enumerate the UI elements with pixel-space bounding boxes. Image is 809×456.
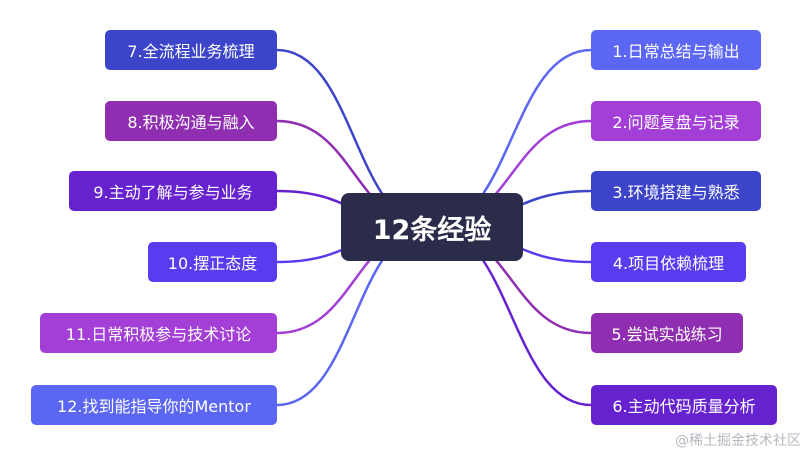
branch-node-right-3: 3.环境搭建与熟悉	[591, 171, 761, 211]
central-topic: 12条经验	[341, 193, 523, 261]
branch-node-right-4: 4.项目依赖梳理	[591, 242, 746, 282]
branch-node-right-6: 6.主动代码质量分析	[591, 385, 777, 425]
watermark: @稀土掘金技术社区	[675, 433, 801, 449]
branch-node-left-3: 9.主动了解与参与业务	[69, 171, 277, 211]
branch-node-left-4: 10.摆正态度	[148, 242, 277, 282]
branch-node-left-2: 8.积极沟通与融入	[105, 101, 277, 141]
branch-node-right-1: 1.日常总结与输出	[591, 30, 761, 70]
branch-node-left-6: 12.找到能指导你的Mentor	[31, 385, 277, 425]
branch-node-right-2: 2.问题复盘与记录	[591, 101, 761, 141]
branch-node-right-5: 5.尝试实战练习	[591, 313, 743, 353]
branch-node-left-1: 7.全流程业务梳理	[105, 30, 277, 70]
branch-node-left-5: 11.日常积极参与技术讨论	[40, 313, 277, 353]
